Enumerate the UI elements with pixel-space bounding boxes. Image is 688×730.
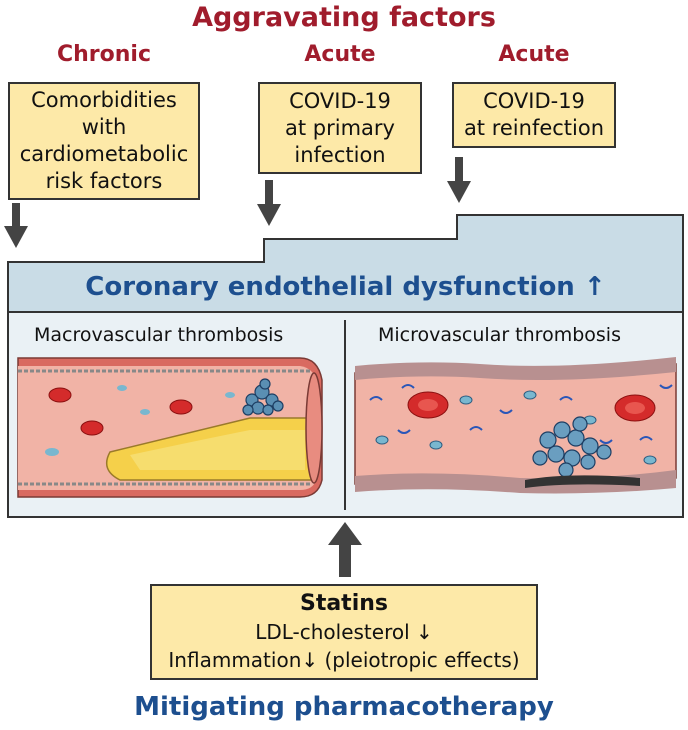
up-arrow	[328, 522, 362, 577]
micro-thrombus	[532, 416, 612, 478]
factor-category-acute-primary: Acute	[304, 42, 376, 67]
aggravating-factors-title: Aggravating factors	[192, 2, 496, 33]
down-arrow-symbol: ↓	[301, 648, 319, 672]
factor-line: Comorbidities	[31, 88, 177, 112]
down-arrows	[4, 157, 471, 248]
microvascular-label: Microvascular thrombosis	[378, 324, 621, 346]
factor-line: infection	[294, 142, 386, 167]
macrovascular-label: Macrovascular thrombosis	[34, 324, 284, 346]
statins-title: Statins	[299, 591, 388, 616]
factor-line: COVID-19	[483, 89, 585, 113]
ldl-line: LDL-cholesterol ↓	[168, 618, 519, 646]
factor-line: at reinfection	[463, 116, 605, 140]
factor-line: with	[81, 115, 127, 139]
dysfunction-banner-text: Coronary endothelial dysfunction	[85, 272, 575, 302]
ldl-text: LDL-cholesterol	[255, 620, 410, 644]
down-arrow-symbol: ↓	[416, 620, 433, 644]
factor-line: at primary	[285, 115, 395, 140]
up-arrow-symbol: ↑	[583, 272, 606, 302]
macro-vessel	[17, 357, 323, 498]
factor-line: COVID-19	[289, 88, 391, 113]
factor-category-chronic: Chronic	[56, 42, 151, 67]
factor-category-acute-reinfection: Acute	[498, 42, 570, 67]
macro-thrombus	[242, 378, 284, 416]
mitigating-pharmacotherapy-title: Mitigating pharmacotherapy	[134, 692, 554, 722]
factor-box-reinfection: COVID-19 at reinfection	[452, 82, 616, 148]
micro-vessel	[354, 357, 677, 494]
factor-box-comorbidities: Comorbidities with cardiometabolic risk …	[8, 82, 200, 200]
inflammation-text: Inflammation	[168, 648, 302, 672]
factor-line: risk factors	[45, 169, 163, 193]
statins-box: Statins LDL-cholesterol ↓ Inflammation↓ …	[150, 584, 538, 680]
factor-line: cardiometabolic	[19, 142, 189, 166]
factor-box-primary-infection: COVID-19 at primary infection	[258, 82, 422, 174]
pleiotropic-text: (pleiotropic effects)	[318, 648, 520, 672]
inflammation-line: Inflammation↓ (pleiotropic effects)	[168, 646, 519, 674]
dysfunction-banner: Coronary endothelial dysfunction ↑	[8, 272, 683, 302]
